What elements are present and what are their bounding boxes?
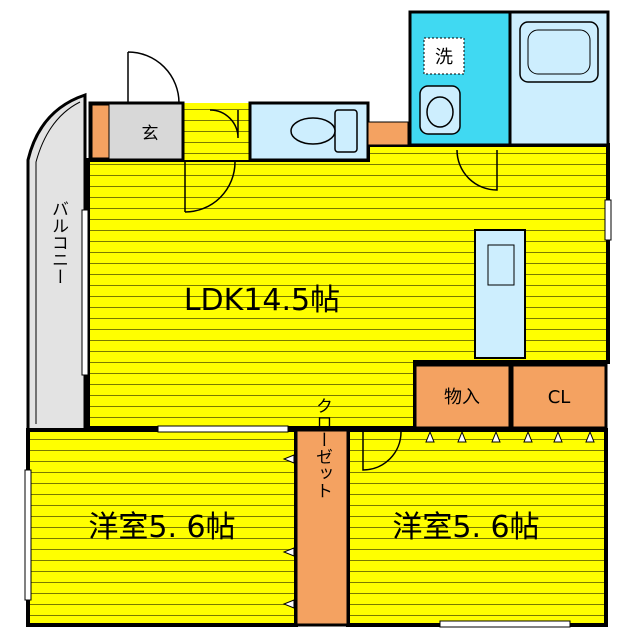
western-room-left	[26, 428, 298, 627]
closet-vertical-label: クローゼット	[312, 397, 332, 499]
balcony-area	[26, 92, 87, 432]
window	[81, 209, 89, 376]
cl-label: CL	[548, 387, 571, 408]
toilet-icon	[334, 109, 358, 153]
front-door-swing	[127, 51, 180, 104]
window	[24, 469, 32, 601]
laundry-label: 洗	[435, 47, 453, 68]
refrigerator-space	[474, 229, 526, 359]
storage-label: 物入	[444, 387, 480, 408]
bathtub-icon	[519, 21, 599, 83]
ldk-label: LDK14.5帖	[184, 283, 340, 318]
balcony-label: バルコニー	[48, 200, 68, 285]
closet-vertical	[294, 428, 350, 627]
shoe-cabinet	[91, 104, 110, 159]
window	[439, 620, 571, 628]
entrance-label: 玄	[142, 124, 159, 144]
western-room-right-label: 洋室5. 6帖	[392, 510, 539, 545]
window	[157, 425, 289, 433]
window	[604, 199, 612, 241]
storage-closet	[413, 363, 512, 430]
western-room-left-label: 洋室5. 6帖	[88, 510, 235, 545]
hallway	[183, 103, 250, 160]
hanger-marks	[282, 430, 595, 609]
cl-closet	[510, 363, 608, 430]
